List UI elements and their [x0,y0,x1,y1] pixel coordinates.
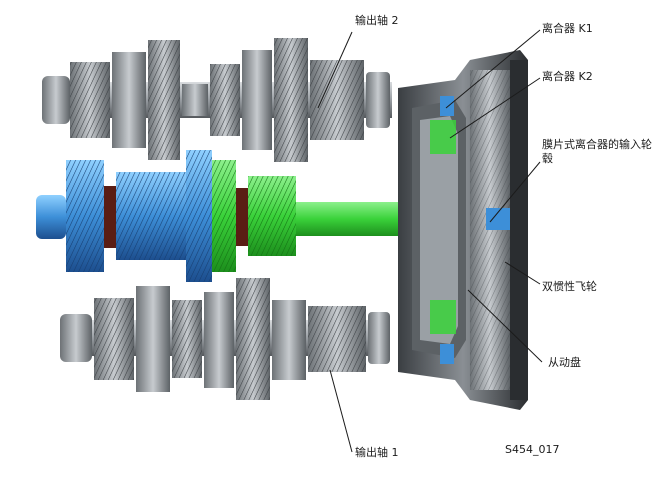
label-dual-mass-flywheel: 双惯性飞轮 [542,280,597,293]
output-shaft-1-assembly [60,278,390,400]
label-output-shaft-2: 输出轴 2 [355,14,399,27]
leader-flywheel [504,261,541,285]
label-multi-plate-clutch-input-hub: 膜片式离合器的输入轮毂 [542,138,652,165]
label-clutch-k2: 离合器 K2 [542,70,593,83]
output-shaft-2-assembly [42,38,392,162]
dual-clutch-housing [398,50,528,410]
leader-output-shaft-1 [329,369,353,453]
leader-lines [317,29,543,453]
label-driven-plate: 从动盘 [548,356,581,369]
leader-output-shaft-2 [317,31,353,109]
leader-clutch-k2 [449,77,541,139]
label-clutch-k1: 离合器 K1 [542,22,593,35]
leader-clutch-k1 [445,29,541,109]
label-output-shaft-1: 输出轴 1 [355,446,399,459]
figure-id: S454_017 [505,443,560,456]
leader-driven-plate [467,289,543,363]
leader-hub [489,161,541,223]
